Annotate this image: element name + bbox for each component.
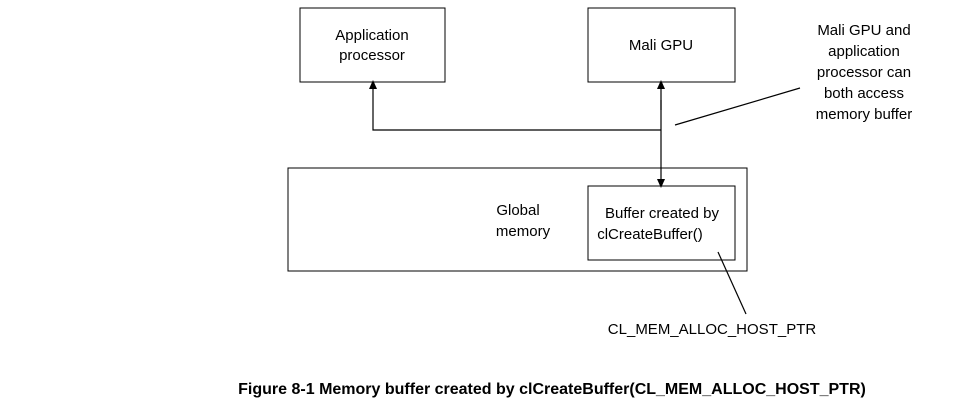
annotation-line1: Mali GPU and xyxy=(817,22,910,39)
application-processor-box: Application processor xyxy=(299,7,446,83)
annotation-line3: processor can xyxy=(817,64,911,81)
flag-label: CL_MEM_ALLOC_HOST_PTR xyxy=(608,321,817,338)
annotation-pointer-line xyxy=(674,87,801,126)
global-memory-label-line2: memory xyxy=(496,223,551,240)
annotation-line5: memory buffer xyxy=(816,106,912,123)
application-processor-label-line1: Application xyxy=(335,27,408,44)
global-memory-label-line1: Global xyxy=(496,202,539,219)
mali-gpu-label: Mali GPU xyxy=(629,37,693,54)
connector-to-application-processor xyxy=(369,80,661,131)
application-processor-label-line2: processor xyxy=(339,47,405,64)
buffer-label-line2: clCreateBuffer() xyxy=(597,226,703,243)
flag-pointer-line xyxy=(717,251,747,315)
shared-access-annotation: Mali GPU and application processor can b… xyxy=(816,22,912,123)
buffer-label-line1: Buffer created by xyxy=(605,205,719,222)
annotation-line2: application xyxy=(828,43,900,60)
figure-caption: Figure 8-1 Memory buffer created by clCr… xyxy=(238,381,866,398)
buffer-box: Buffer created by clCreateBuffer() xyxy=(587,185,736,261)
annotation-line4: both access xyxy=(824,85,904,102)
mali-gpu-box: Mali GPU xyxy=(587,7,736,83)
